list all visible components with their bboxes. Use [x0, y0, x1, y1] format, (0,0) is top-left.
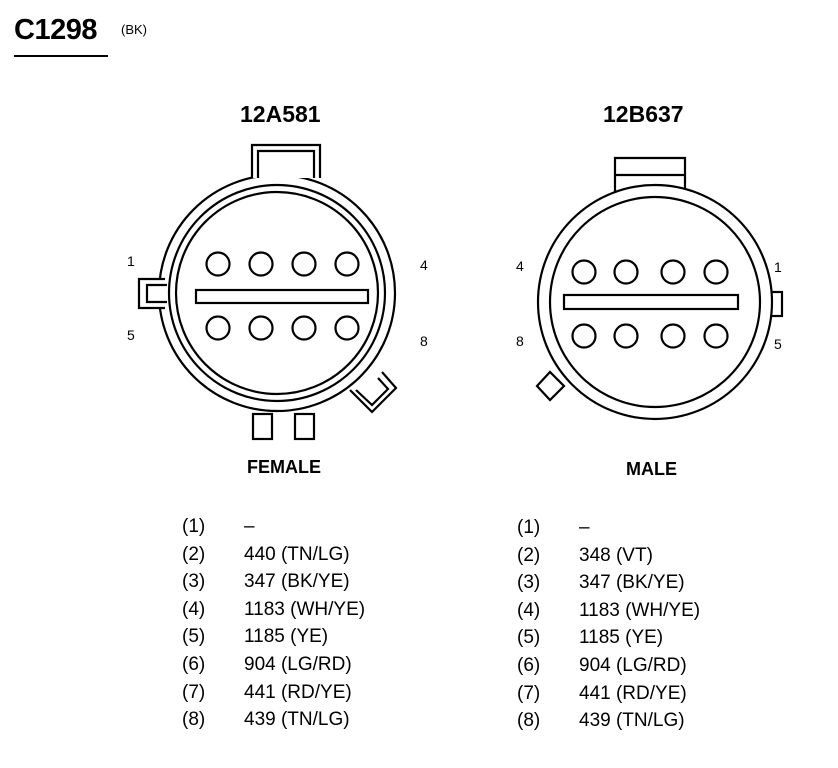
pin-position: (8): [182, 709, 206, 731]
male-pin-3: [613, 259, 639, 285]
pin-position: (4): [517, 599, 541, 621]
male-pin-5: [703, 323, 729, 349]
female-pin-4: [334, 251, 360, 277]
male-face-ring: [548, 195, 762, 409]
pin-wire: 1183 (WH/YE): [244, 598, 366, 620]
female-pin-label-8: 8: [420, 333, 428, 349]
connector-color-code: (BK): [121, 22, 147, 37]
male-pin-4: [571, 259, 597, 285]
female-pin-label-4: 4: [420, 257, 428, 273]
female-pin-1: [205, 251, 231, 277]
pin-position: (4): [182, 598, 206, 620]
pin-wire: 347 (BK/YE): [579, 572, 685, 594]
pin-position: (7): [182, 681, 206, 703]
pin-position: (2): [182, 543, 206, 565]
female-connector-face: [137, 143, 398, 441]
male-label: MALE: [626, 459, 677, 479]
female-top-key: [250, 143, 322, 178]
female-pin-6: [248, 315, 274, 341]
pin-wire: 1183 (WH/YE): [579, 599, 701, 621]
female-latch: [349, 371, 398, 414]
pin-wire: 347 (BK/YE): [244, 571, 350, 593]
female-pin-5: [205, 315, 231, 341]
pin-wire: 441 (RD/YE): [244, 681, 352, 703]
male-connector-face: [535, 156, 784, 421]
male-pin-label-1: 1: [774, 259, 782, 275]
male-pin-6: [660, 323, 686, 349]
female-part-number: 12A581: [240, 101, 321, 127]
pin-position: (1): [517, 517, 541, 538]
female-divider-bar: [194, 288, 370, 305]
female-face-ring: [174, 190, 380, 396]
pin-position: (5): [517, 627, 541, 649]
female-bottom-tab: [293, 412, 316, 441]
female-pin-3: [291, 251, 317, 277]
male-pin-label-8: 8: [516, 333, 524, 349]
pin-wire: 440 (TN/LG): [244, 543, 350, 565]
pin-position: (3): [182, 571, 206, 593]
female-pin-label-1: 1: [127, 253, 135, 269]
female-pin-2: [248, 251, 274, 277]
pin-position: (3): [517, 572, 541, 594]
title-underline: [14, 55, 108, 57]
male-pin-2: [660, 259, 686, 285]
pin-position: (1): [182, 516, 206, 537]
pin-wire: 1185 (YE): [579, 627, 664, 649]
pin-wire: 348 (VT): [579, 544, 653, 566]
female-inner-ring: [167, 183, 387, 403]
pin-position: (7): [517, 682, 541, 704]
pin-wire: 439 (TN/LG): [244, 709, 350, 731]
female-pin-7: [291, 315, 317, 341]
pin-wire: –: [244, 516, 255, 537]
male-pin-label-4: 4: [516, 258, 524, 274]
pin-position: (8): [517, 710, 541, 732]
connector-id: C1298: [14, 14, 97, 46]
male-pin-1: [703, 259, 729, 285]
pin-wire: –: [579, 517, 590, 538]
female-pin-label-5: 5: [127, 327, 135, 343]
male-part-number: 12B637: [603, 101, 684, 127]
female-pin-8: [334, 315, 360, 341]
female-bottom-tab: [251, 412, 274, 441]
female-left-key: [137, 277, 165, 310]
pin-position: (2): [517, 544, 541, 566]
male-pin-7: [613, 323, 639, 349]
pin-wire: 441 (RD/YE): [579, 682, 687, 704]
pin-wire: 904 (LG/RD): [244, 653, 352, 675]
male-pin-8: [571, 323, 597, 349]
pin-wire: 1185 (YE): [244, 626, 329, 648]
male-diamond-key: [535, 370, 566, 402]
male-pin-label-5: 5: [774, 336, 782, 352]
pin-wire: 904 (LG/RD): [579, 654, 687, 676]
pin-position: (5): [182, 626, 206, 648]
pin-wire: 439 (TN/LG): [579, 710, 685, 732]
pin-position: (6): [517, 654, 541, 676]
pin-position: (6): [182, 653, 206, 675]
female-label: FEMALE: [247, 457, 321, 477]
male-divider-bar: [562, 293, 740, 311]
